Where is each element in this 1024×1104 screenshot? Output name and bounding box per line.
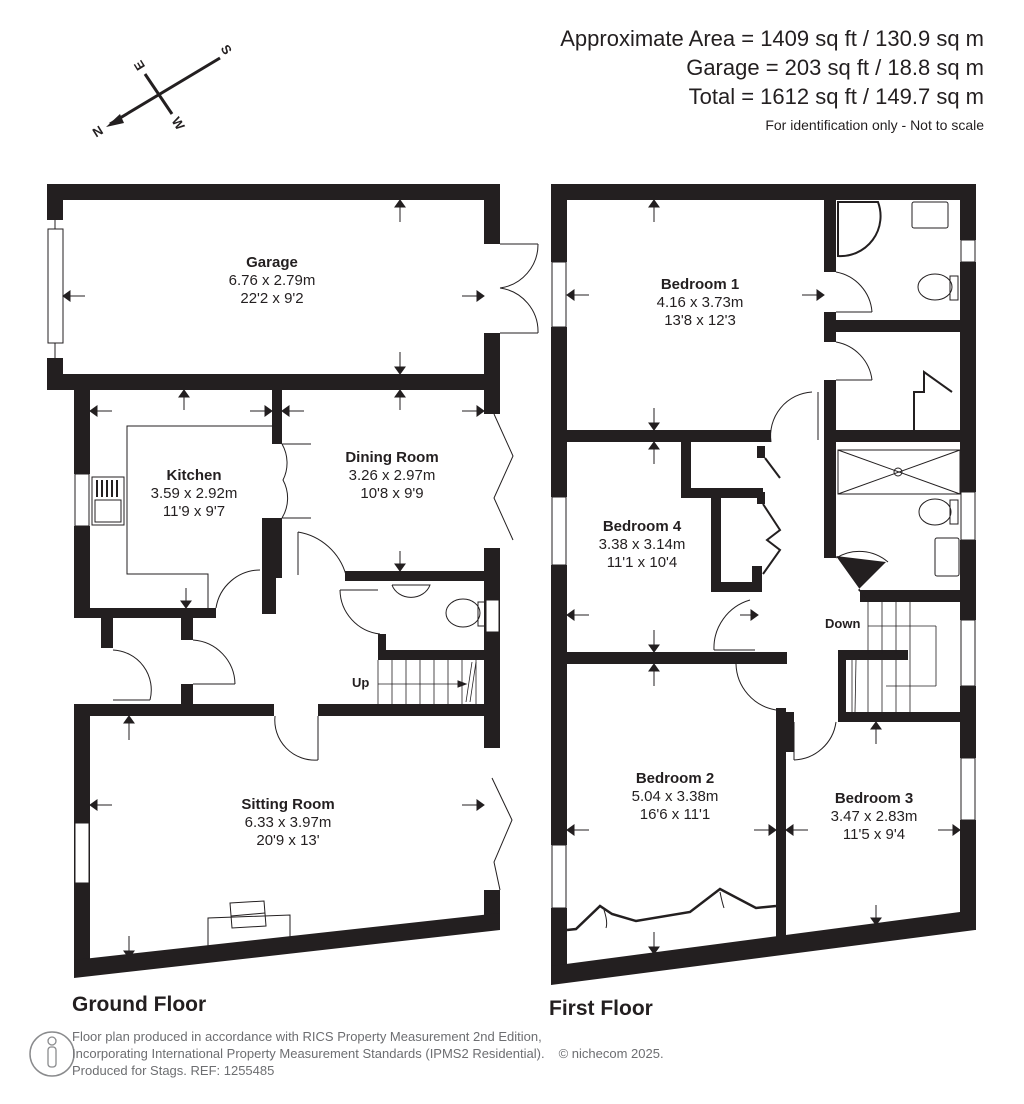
- room-label-kitchen: Kitchen 3.59 x 2.92m 11'9 x 9'7: [150, 467, 238, 520]
- room-label-bedroom-3: Bedroom 3 3.47 x 2.83m 11'5 x 9'4: [830, 790, 918, 843]
- room-label-bedroom-1: Bedroom 1 4.16 x 3.73m 13'8 x 12'3: [656, 276, 744, 329]
- room-label-garage: Garage 6.76 x 2.79m 22'2 x 9'2: [228, 254, 316, 307]
- dimension-arrows: [62, 199, 961, 959]
- footer-line-2: Incorporating International Property Mea…: [72, 1046, 545, 1061]
- garage-area-text: Garage = 203 sq ft / 18.8 sq m: [686, 55, 984, 80]
- approx-area-text: Approximate Area = 1409 sq ft / 130.9 sq…: [560, 26, 984, 51]
- room-label-dining-room: Dining Room 3.26 x 2.97m 10'8 x 9'9: [345, 449, 439, 502]
- person-icon: [29, 1031, 75, 1077]
- footer-disclaimer: Floor plan produced in accordance with R…: [72, 1028, 664, 1079]
- room-label-bedroom-4: Bedroom 4 3.38 x 3.14m 11'1 x 10'4: [598, 518, 686, 571]
- total-area-text: Total = 1612 sq ft / 149.7 sq m: [688, 84, 984, 109]
- ground-floor-fixtures: [47, 220, 539, 946]
- compass-icon: [106, 56, 221, 127]
- footer-line-1: Floor plan produced in accordance with R…: [72, 1029, 542, 1044]
- ground-floor-walls: [47, 184, 500, 978]
- footer-line-3: Produced for Stags. REF: 1255485: [72, 1063, 275, 1078]
- footer-brand: © nichecom 2025.: [558, 1046, 664, 1061]
- room-label-sitting-room: Sitting Room 6.33 x 3.97m 20'9 x 13': [241, 796, 335, 849]
- first-floor-title: First Floor: [549, 997, 653, 1020]
- area-summary: Approximate Area = 1409 sq ft / 130.9 sq…: [560, 24, 984, 136]
- room-label-bedroom-2: Bedroom 2 5.04 x 3.38m 16'6 x 11'1: [631, 770, 719, 823]
- stairs-up-label: Up: [352, 675, 370, 690]
- first-floor-walls: [551, 184, 976, 985]
- first-floor-fixtures: [551, 201, 976, 932]
- stairs-down-label: Down: [825, 616, 861, 631]
- scale-note: For identification only - Not to scale: [765, 117, 984, 133]
- ground-floor-title: Ground Floor: [72, 993, 207, 1016]
